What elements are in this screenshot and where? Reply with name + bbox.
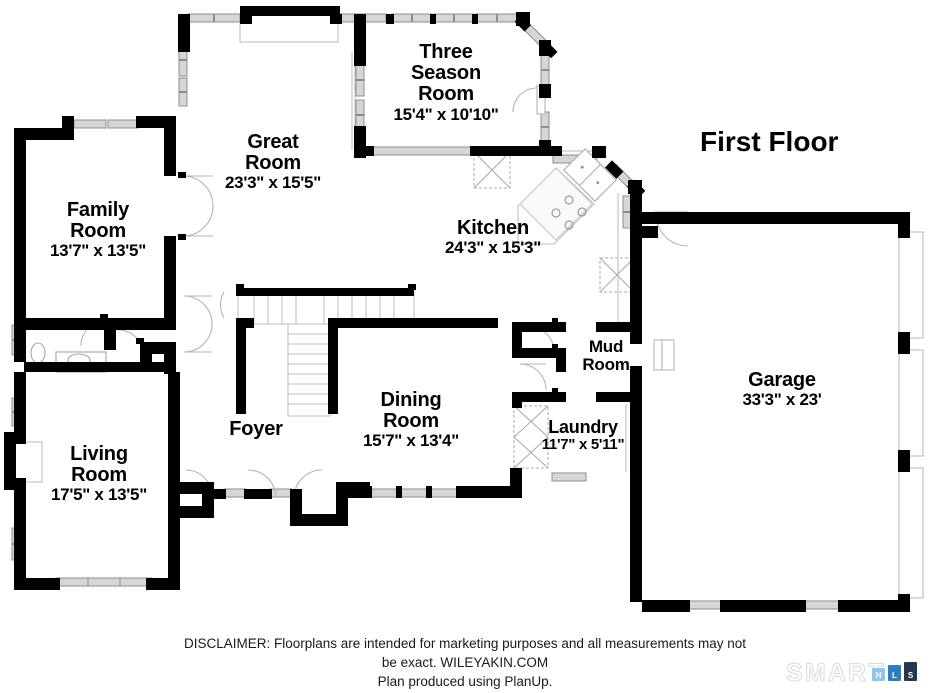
room-dimensions: 11'7" x 5'11": [541, 436, 625, 454]
watermark-text: SMART: [786, 659, 886, 687]
room-name: Dining: [380, 389, 442, 411]
room-label-garage: Garage 33'3" x 23': [711, 369, 853, 410]
disclaimer-line-3: Plan produced using PlanUp.: [377, 674, 553, 689]
door-jambs: [100, 172, 558, 476]
room-dimensions: 15'4" x 10'10": [393, 104, 499, 124]
room-dimensions: 13'7" x 13'5": [50, 241, 146, 261]
room-name: Room: [71, 464, 127, 487]
watermark-badge-letter: S: [908, 671, 914, 680]
room-name: Family: [66, 199, 130, 221]
garage-doors: [898, 231, 924, 599]
kitchen-fixtures: [517, 148, 617, 245]
room-name: Room: [70, 220, 126, 243]
room-label-three-season-room: Three Season Room 15'4" x 10'10": [376, 41, 516, 124]
room-dimensions: 15'7" x 13'4": [363, 431, 459, 451]
room-name: Living: [70, 443, 128, 465]
walls: [4, 6, 910, 612]
room-name: Room: [418, 83, 474, 106]
disclaimer-line-2: be exact. WILEYAKIN.COM: [381, 655, 549, 670]
room-label-family-room: Family Room 13'7" x 13'5": [27, 199, 169, 261]
disclaimer-line-1: DISCLAIMER: Floorplans are intended for …: [183, 636, 747, 651]
watermark-badge-letter: L: [892, 671, 897, 680]
room-name: Laundry: [548, 417, 618, 437]
room-label-kitchen: Kitchen 24'3" x 15'3": [422, 217, 564, 258]
watermark-badge-letter: H: [876, 671, 882, 680]
room-label-living-room: Living Room 17'5" x 13'5": [28, 443, 170, 505]
room-dimensions: 33'3" x 23': [742, 390, 822, 410]
page-title: First Floor: [700, 126, 839, 157]
room-dimensions: 24'3" x 15'3": [445, 238, 541, 258]
room-name: Room: [245, 152, 301, 175]
room-label-dining-room: Dining Room 15'7" x 13'4": [340, 389, 482, 451]
room-dimensions: 23'3" x 15'5": [225, 173, 321, 193]
room-name: Foyer: [229, 418, 283, 440]
room-label-laundry: Laundry 11'7" x 5'11": [518, 417, 648, 454]
room-name: Garage: [748, 369, 816, 391]
watermark-smart-mls: SMART H L S: [786, 658, 917, 688]
room-label-foyer: Foyer: [206, 418, 306, 440]
room-name: Room: [582, 355, 630, 375]
room-name: Three: [419, 41, 473, 63]
room-name: Kitchen: [457, 217, 529, 239]
watermark-badges: H L S: [872, 662, 917, 681]
room-label-mud-room: Mud Room: [566, 337, 646, 375]
room-name: Season: [411, 62, 481, 85]
room-name: Mud: [588, 337, 624, 356]
closet-x-marks: [473, 151, 635, 469]
room-label-great-room: Great Room 23'3" x 15'5": [202, 131, 344, 193]
room-name: Room: [383, 410, 439, 433]
room-name: Great: [247, 131, 299, 153]
room-dimensions: 17'5" x 13'5": [51, 485, 147, 505]
